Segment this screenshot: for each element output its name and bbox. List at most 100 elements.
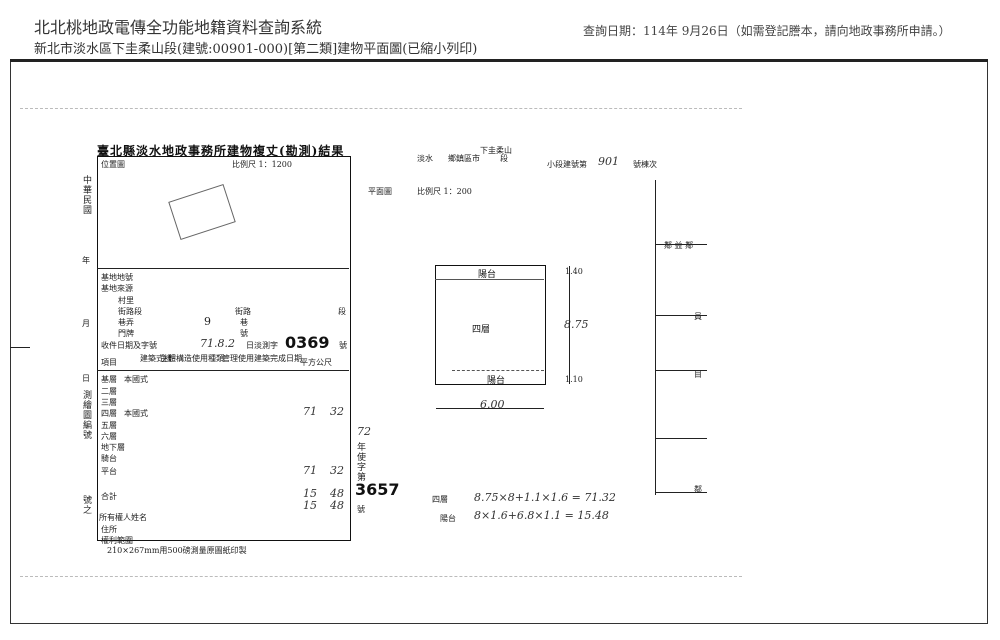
row-village: 村里 bbox=[118, 296, 134, 305]
calc-1-label: 四層 bbox=[432, 495, 448, 504]
plan-room-label: 四層 bbox=[472, 325, 491, 335]
right-tick-3 bbox=[655, 370, 707, 371]
right-tick-5 bbox=[655, 492, 707, 493]
floor-type-4: 本國式 bbox=[124, 409, 148, 418]
right-mark-2: 員 bbox=[694, 312, 702, 321]
plan-header-mid: 鄉鎮區市 bbox=[448, 154, 480, 163]
col-usage: 使用種類 bbox=[192, 354, 224, 363]
doc-title: 臺北縣淡水地政事務所建物複丈(勘測)結果 bbox=[97, 144, 345, 158]
left-label-no: 號之 bbox=[81, 495, 91, 515]
floor-plan-bottom-balcony bbox=[452, 370, 544, 384]
query-date: 查詢日期：114年 9月26日（如需登記謄本，請向地政事務所申請。） bbox=[583, 24, 951, 38]
row-receipt: 收件日期及字號 bbox=[101, 341, 157, 350]
plan-header-duan: 段 bbox=[500, 154, 508, 163]
right-mark-3: 目 bbox=[694, 370, 702, 379]
floor-3: 三層 bbox=[101, 398, 117, 407]
form-footer: 210×267mm用500磅測量原圖紙印製 bbox=[107, 546, 247, 555]
floor-5: 五層 bbox=[101, 421, 117, 430]
left-label-month: 月 bbox=[82, 319, 90, 328]
plan-balcony-bottom-label: 陽台 bbox=[487, 376, 506, 386]
area-4f-dec: 32 bbox=[330, 405, 344, 418]
total-label: 平台 bbox=[101, 467, 117, 476]
row-street: 街路段 bbox=[118, 307, 142, 316]
side-vertical: 年使字第 bbox=[355, 442, 365, 482]
result-form bbox=[97, 156, 351, 541]
lane-value: 9 bbox=[204, 315, 211, 328]
viewer-frame-top-bar bbox=[10, 59, 988, 62]
total-area-dec: 32 bbox=[330, 464, 344, 477]
receipt-number: 0369 bbox=[285, 333, 330, 352]
balcony-area-dec-2: 48 bbox=[330, 499, 344, 512]
floor-plan-top-balcony bbox=[435, 265, 544, 280]
receipt-suffix: 日淡測字 bbox=[246, 341, 278, 350]
row-doorplate: 門牌 bbox=[118, 329, 134, 338]
floor-plan-outline bbox=[435, 265, 546, 385]
floor-arcade: 騎台 bbox=[101, 454, 117, 463]
plan-dim-b: 1.10 bbox=[565, 375, 583, 384]
right-tick-4 bbox=[655, 438, 707, 439]
plan-header-seg: 下圭柔山 bbox=[480, 146, 512, 155]
plan-dim-a: 1.40 bbox=[565, 267, 583, 276]
row-base-source: 基地來源 bbox=[101, 284, 133, 293]
street-value: 街路 bbox=[235, 307, 251, 316]
plan-dim-line bbox=[436, 408, 544, 409]
calc-1: 8.75×8+1.1×1.6 = 71.32 bbox=[474, 491, 616, 504]
col-built-date: 建築完成日期 bbox=[254, 354, 302, 363]
col-area: 平方公尺 bbox=[300, 358, 332, 367]
balcony-area-2: 15 bbox=[303, 499, 317, 512]
total-area: 71 bbox=[303, 464, 317, 477]
plan-header-no: 901 bbox=[598, 155, 619, 168]
balcony-area-dec: 48 bbox=[330, 487, 344, 500]
side-number: 3657 bbox=[355, 480, 400, 499]
calc-2-label: 陽台 bbox=[440, 514, 456, 523]
owner-label: 所有權人姓名 bbox=[99, 513, 147, 522]
floor-basement: 地下層 bbox=[101, 443, 125, 452]
area-4f: 71 bbox=[303, 405, 317, 418]
left-label-era: 中華民國 bbox=[81, 175, 91, 215]
plan-dim-side-line bbox=[569, 266, 570, 384]
left-label-survey: 測繪圖編號 bbox=[81, 390, 91, 440]
plan-scale: 比例尺 1：200 bbox=[417, 187, 472, 196]
plan-dim-width: 6.00 bbox=[480, 398, 505, 411]
floor-4: 四層 bbox=[101, 409, 117, 418]
balcony-area: 15 bbox=[303, 487, 317, 500]
plan-dim-height: 8.75 bbox=[564, 318, 589, 331]
right-mark-4: 鄰 bbox=[694, 485, 702, 494]
row-item: 項目 bbox=[101, 358, 117, 367]
floor-6: 六層 bbox=[101, 432, 117, 441]
map-divider bbox=[97, 268, 349, 269]
location-map-label: 位置圖 bbox=[101, 160, 125, 169]
row-base-lot: 基地地號 bbox=[101, 273, 133, 282]
plan-label: 平面圖 bbox=[368, 187, 392, 196]
calc-2: 8×1.6+6.8×1.1 = 15.48 bbox=[474, 509, 609, 522]
plan-header-jian: 小段建號第 bbox=[547, 160, 587, 169]
col-structure: 主體構造 bbox=[160, 354, 192, 363]
balcony-label: 合計 bbox=[101, 492, 117, 501]
scan-edge-top bbox=[20, 108, 742, 109]
plan-balcony-top-label: 陽台 bbox=[478, 270, 497, 280]
row-lane: 巷弄 bbox=[118, 318, 134, 327]
header-divider bbox=[97, 370, 349, 371]
floor-type-1: 本國式 bbox=[124, 375, 148, 384]
plan-header-left: 淡水 bbox=[417, 154, 433, 163]
scan-edge-bottom bbox=[20, 576, 742, 577]
door-no: 號 bbox=[240, 329, 248, 338]
plan-header-tail: 號棟次 bbox=[633, 160, 657, 169]
right-mark-1: 鄰 益 鄰 bbox=[664, 241, 694, 250]
right-tick-1 bbox=[655, 244, 707, 245]
scale-top: 比例尺 1：1200 bbox=[232, 160, 292, 169]
left-label-year: 年 bbox=[82, 256, 90, 265]
left-margin-tick bbox=[10, 347, 30, 348]
right-tick-2 bbox=[655, 315, 707, 316]
page-title: 北北桃地政電傳全功能地籍資料查詢系統 bbox=[34, 18, 323, 37]
side-code: 72 bbox=[357, 425, 371, 438]
col-manage: 管理使用 bbox=[222, 354, 254, 363]
floor-1: 基層 bbox=[101, 375, 117, 384]
receipt-hao: 號 bbox=[339, 341, 347, 350]
seg-label: 段 bbox=[338, 307, 346, 316]
right-edge-top-line bbox=[655, 180, 656, 495]
address-label: 住所 bbox=[101, 525, 117, 534]
scanned-document bbox=[20, 108, 742, 578]
floor-2: 二層 bbox=[101, 387, 117, 396]
lane-alley: 巷 bbox=[240, 318, 248, 327]
